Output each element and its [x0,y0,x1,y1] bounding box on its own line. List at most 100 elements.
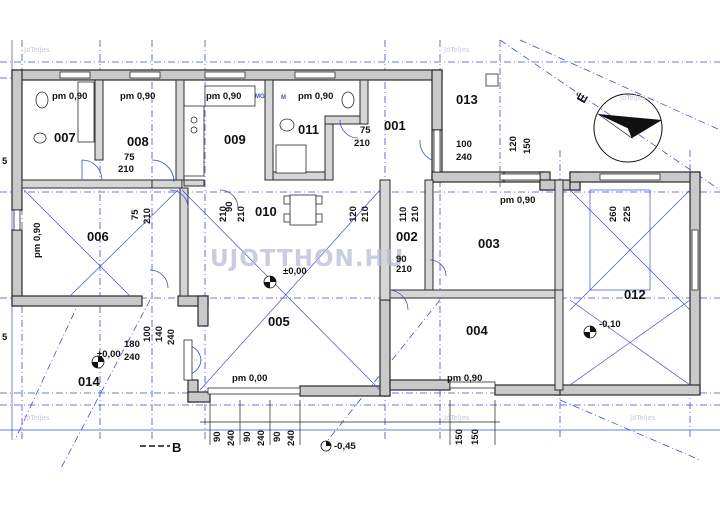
room-label-011: 011 [298,122,319,137]
room-label-007: 007 [54,130,76,145]
level-004: pm 0,90 [447,373,482,384]
level-008: pm 0,90 [120,91,155,102]
level-007: pm 0,90 [52,91,87,102]
toilet-icon [35,91,49,109]
svg-text:150: 150 [470,429,481,445]
sink-icon [33,132,47,144]
svg-text:90: 90 [212,431,223,442]
room-label-006: 006 [87,229,109,244]
svg-text:90: 90 [396,254,407,265]
room-label-009: 009 [224,132,246,147]
dimension-lines [200,400,500,445]
svg-text:150: 150 [454,429,465,445]
svg-text:260: 260 [608,206,619,222]
svg-text:90: 90 [224,201,235,212]
room-label-001: 001 [384,118,406,133]
level-005-pm: pm 0,00 [232,373,267,384]
svg-text:210: 210 [410,206,421,222]
svg-text:110: 110 [398,207,409,222]
watermark-small: JóTeljes [23,46,50,54]
svg-text:100: 100 [142,326,153,342]
bathtub-icon [77,81,95,143]
svg-text:5: 5 [2,156,8,167]
svg-text:240: 240 [226,430,237,446]
section-label: B [172,440,181,455]
level-011: pm 0,90 [298,91,333,102]
svg-text:JóTeljes: JóTeljes [443,46,470,54]
room-label-008: 008 [127,134,149,149]
svg-text:210: 210 [396,264,412,275]
svg-text:210: 210 [360,206,371,222]
svg-text:210: 210 [236,206,247,222]
toilet-icon [341,91,355,109]
north-arrow-icon [598,114,662,138]
stove-icon [190,116,198,124]
svg-text:225: 225 [622,205,633,222]
svg-text:240: 240 [256,430,267,446]
dimension-texts: 75 210 75 210 100 240 90 210 180 240 [118,125,472,363]
roof-hatch [23,189,691,391]
windows [13,71,699,395]
level-006: pm 0,90 [32,223,43,258]
stove-icon [190,126,198,134]
chimney-icon [485,73,499,87]
room-label-013: 013 [456,92,478,107]
svg-text:150: 150 [522,138,533,154]
svg-text:120: 120 [508,136,519,152]
svg-text:210: 210 [142,208,153,224]
room-label-005: 005 [268,314,290,329]
dining-table-icon [289,194,317,226]
interior-walls [21,79,564,391]
svg-text:240: 240 [456,152,472,163]
room-labels: 007 008 009 011 001 013 010 006 002 003 … [54,92,646,389]
fixtures [33,73,499,381]
room-label-014: 014 [78,374,100,389]
watermark: UJOTTHON.HU [210,246,404,272]
north-label: É [574,90,591,105]
svg-text:210: 210 [354,138,370,149]
level-markers [91,275,597,452]
svg-text:75: 75 [360,125,371,136]
svg-text:120: 120 [348,206,359,222]
svg-text:210: 210 [218,206,229,222]
kitchen-counter-icon [183,105,205,177]
fixture-tag-mg: MG [255,94,265,100]
svg-text:90: 90 [272,431,283,442]
svg-text:100: 100 [456,139,472,150]
svg-text:180: 180 [124,339,140,350]
level-marker-005 [263,275,277,289]
sink-icon [279,118,295,132]
level-003: pm 0,90 [500,195,535,206]
svg-text:240: 240 [286,430,297,446]
svg-text:5: 5 [2,332,8,343]
level-marker-014 [91,355,105,369]
room-label-010: 010 [255,204,277,219]
svg-text:240: 240 [124,352,140,363]
level-ext: -0,45 [334,441,356,452]
svg-text:90: 90 [242,431,253,442]
svg-text:75: 75 [130,209,141,220]
fridge-icon [204,85,256,107]
shower-icon [275,144,307,174]
svg-text:240: 240 [166,329,177,345]
level-012: -0,10 [599,319,621,330]
svg-text:JóTeljes: JóTeljes [629,414,656,422]
column-icon [183,339,193,381]
svg-text:JóTeljes: JóTeljes [619,94,646,102]
floor-levels: pm 0,90 pm 0,90 pm 0,90 pm 0,90 pm 0,90 … [32,91,621,452]
level-marker-ext [320,440,332,452]
level-014: ±0,00 [97,349,121,360]
north-arrow: É [574,90,663,163]
vertical-dimension-texts: 75 210 90 210 210 120 210 110 210 120 15… [2,136,633,446]
svg-text:140: 140 [154,326,165,342]
svg-text:210: 210 [118,164,134,175]
room-label-003: 003 [478,236,500,251]
svg-text:75: 75 [124,152,135,163]
level-009: pm 0,90 [206,91,241,102]
section-mark: B [140,440,181,455]
room-label-012: 012 [624,287,646,302]
room-label-004: 004 [466,323,488,338]
level-marker-012 [583,325,597,339]
fixture-tag-m: M [281,95,286,101]
